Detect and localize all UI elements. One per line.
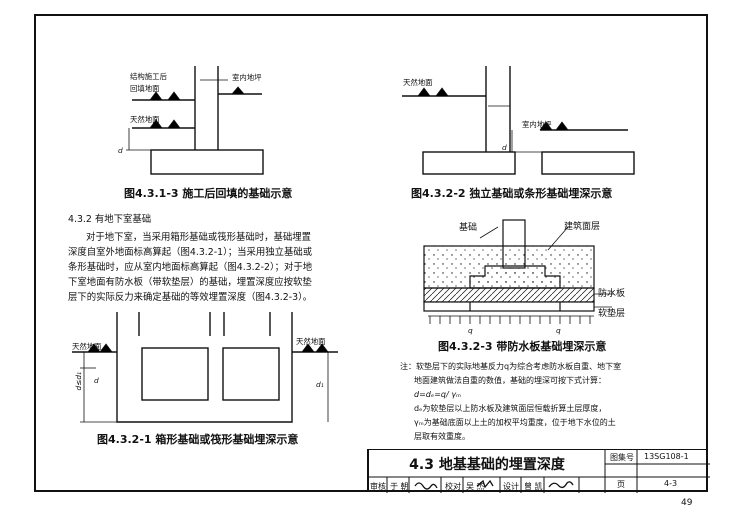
page-label: 页	[617, 480, 625, 489]
review-label: 审核	[370, 482, 386, 491]
designer-name: 曾 凯	[524, 482, 543, 491]
note-line-6: 层取有效重度。	[414, 432, 470, 441]
title-block: 4.3 地基基础的埋置深度 图集号 13SG108-1 页 4-3 审核 于 朝…	[367, 449, 710, 493]
body-line-3: 条形基础时，应从室内地面标高算起（图4.3.2-2）；对于地	[68, 262, 313, 273]
fig4-d1-label: d₁	[316, 380, 324, 389]
drawing-frame	[34, 14, 708, 492]
fig2-natural-label: 天然地面	[403, 78, 433, 87]
fig3-q-label-2: q	[556, 326, 561, 335]
fig1-backfill-label-1: 结构施工后	[130, 72, 167, 81]
fig3-foundation-label: 基础	[459, 223, 478, 233]
fig1-indoor-label: 室内地坪	[232, 73, 262, 82]
fig2-indoor-label: 室内地坪	[522, 120, 552, 129]
fig2-d-label: d	[502, 143, 507, 152]
drawing-title: 4.3 地基基础的埋置深度	[409, 456, 565, 473]
body-line-5: 层下的实际反力来确定基础的等效埋置深度（图4.3.2-3）。	[68, 292, 313, 303]
body-line-1: 对于地下室，当采用箱形基础或筏形基础时，基础埋置	[86, 232, 312, 243]
fig1-d-label: d	[118, 146, 123, 155]
fig4-natural-left-label: 天然地面	[72, 342, 102, 351]
note-line-2: 地面建筑做法自重的数值，基础的埋深可按下式计算：	[414, 376, 606, 385]
fig3-waterproof-label: 防水板	[598, 289, 626, 299]
reviewer-name: 于 朝	[390, 482, 409, 491]
signatures	[414, 479, 574, 490]
body-line-2: 深度自室外地面标高算起（图4.3.2-1）；当采用独立基础或	[68, 247, 313, 258]
note-line-4: dₑ为软垫层以上防水板及建筑面层恒载折算土层厚度，	[414, 404, 607, 413]
body-line-4: 下室地面有防水板（带软垫层）的基础，埋置深度应按软垫	[68, 277, 312, 288]
fig4-caption: 图4.3.2-1 箱形基础或筏形基础埋深示意	[97, 433, 299, 446]
check-label: 校对	[445, 482, 461, 491]
fig4-natural-right-label: 天然地面	[296, 337, 326, 346]
atlas-label: 图集号	[610, 453, 634, 462]
page-value: 4-3	[664, 479, 678, 488]
fig3-caption: 图4.3.2-3 带防水板基础埋深示意	[438, 340, 607, 353]
fig3-floor-layer-label: 建筑面层	[564, 222, 601, 232]
page-number: 49	[681, 498, 693, 508]
fig1-backfill-label-2: 回填地面	[130, 84, 160, 93]
design-label: 设计	[503, 482, 519, 491]
note-line-1: 注：软垫层下的实际地基反力q为综合考虑防水板自重、地下室	[400, 362, 622, 371]
note-line-5: γₘ为基础底面以上土的加权平均重度，位于地下水位的土	[414, 418, 616, 427]
fig3-soft-label: 软垫层	[598, 309, 626, 319]
section-heading: 4.3.2 有地下室基础	[68, 214, 152, 225]
title-block-grid	[369, 450, 710, 493]
fig3-q-label-1: q	[468, 326, 473, 335]
note-formula: d=dₑ=q/ γₘ	[414, 390, 461, 399]
fig1-caption: 图4.3.1-3 施工后回填的基础示意	[124, 187, 293, 200]
fig4-d-ineq-label: d≤d₁	[74, 372, 83, 391]
fig4-d-label: d	[94, 376, 99, 385]
fig1-natural-label: 天然地面	[130, 115, 160, 124]
atlas-number: 13SG108-1	[644, 452, 689, 461]
checker-name: 吴 杰	[466, 482, 485, 491]
fig2-caption: 图4.3.2-2 独立基础或条形基础埋深示意	[411, 187, 613, 200]
